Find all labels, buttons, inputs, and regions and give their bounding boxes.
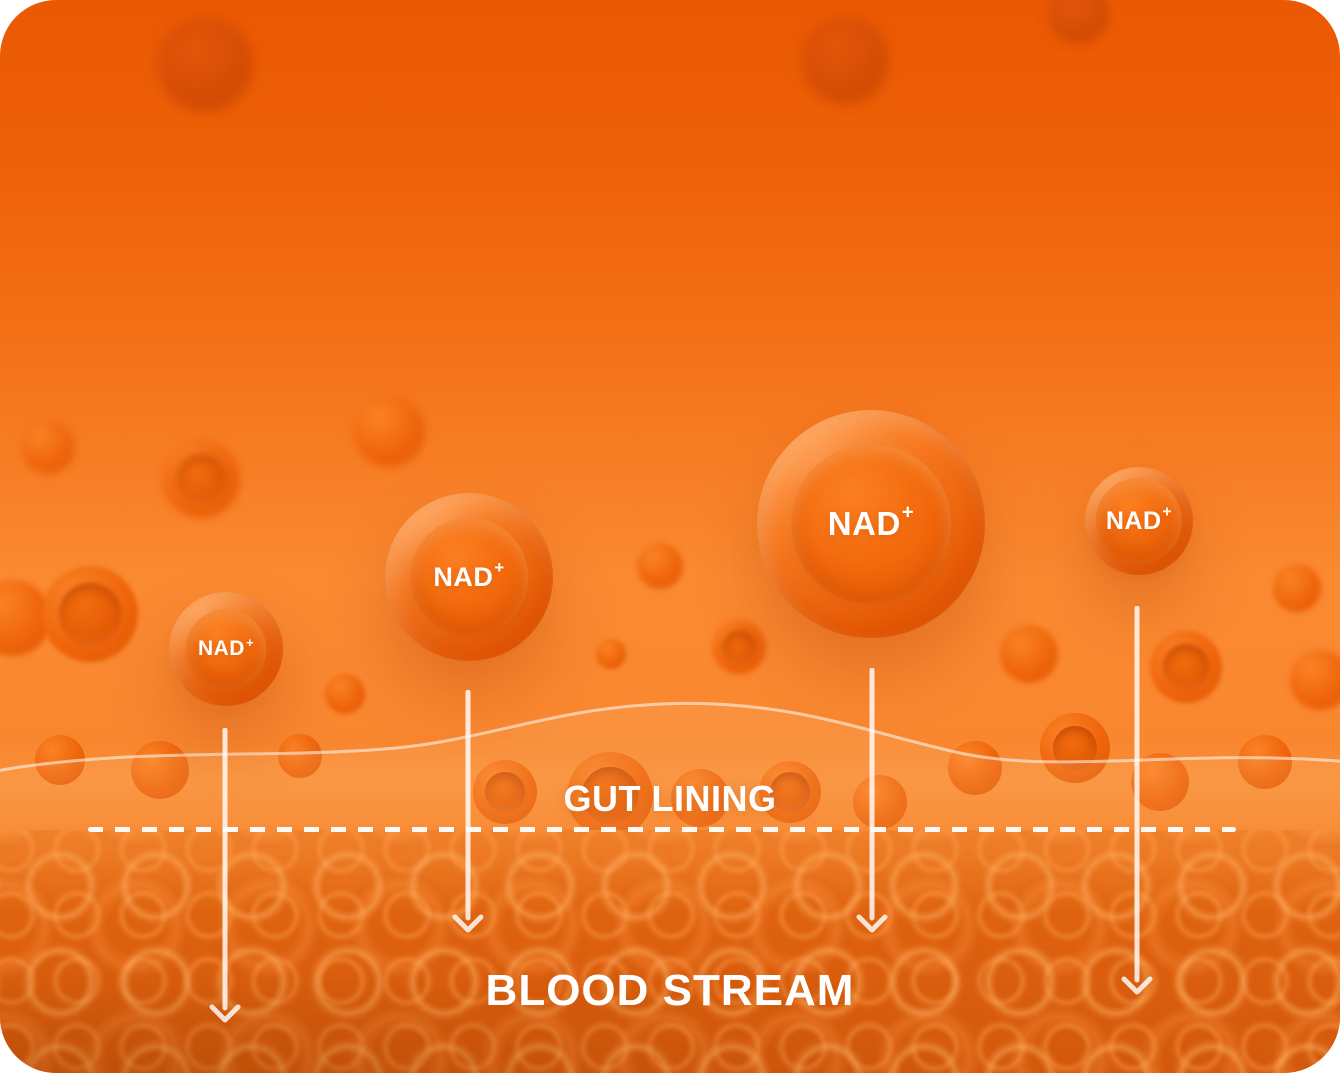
nad-molecule-core — [410, 518, 528, 636]
surface-cell — [853, 775, 907, 829]
background-cell — [325, 674, 365, 714]
nad-molecule-core — [1095, 477, 1183, 565]
background-cell — [1290, 650, 1340, 710]
surface-cell — [948, 741, 1002, 795]
background-cell — [42, 566, 138, 662]
nad-molecule: NAD+ — [1085, 467, 1193, 575]
gut-lining-dashed-line — [88, 827, 1236, 832]
background-cell — [712, 620, 766, 674]
surface-cell — [1238, 735, 1292, 789]
background-cell — [1000, 625, 1058, 683]
absorption-arrow — [209, 728, 241, 1023]
background-cell — [637, 543, 683, 589]
background-cell — [1273, 564, 1321, 612]
background-cell — [1047, 0, 1109, 44]
background-cell — [162, 440, 240, 518]
absorption-arrow — [452, 690, 484, 933]
absorption-arrow — [1121, 606, 1153, 995]
nad-molecule-core — [791, 444, 951, 604]
surface-cell — [1040, 713, 1110, 783]
plus-superscript: + — [1162, 503, 1173, 521]
background-cell — [1150, 631, 1222, 703]
nad-label: NAD+ — [827, 500, 915, 542]
surface-cell — [759, 761, 821, 823]
surface-cell — [131, 741, 189, 799]
background-cell — [21, 420, 75, 474]
nad-label: NAD+ — [1105, 503, 1173, 535]
background-cell — [353, 395, 425, 467]
background-cell — [596, 639, 626, 669]
plus-superscript: + — [901, 500, 915, 524]
surface-cell — [567, 752, 653, 838]
background-cell — [157, 16, 253, 112]
plus-superscript: + — [245, 634, 255, 650]
surface-cell — [278, 734, 322, 778]
gut-lining-label: GUT LINING — [563, 778, 777, 819]
background-cell — [801, 16, 889, 104]
nad-molecule: NAD+ — [385, 493, 553, 661]
nad-label: NAD+ — [433, 557, 505, 592]
surface-cell — [473, 760, 537, 824]
nad-label: NAD+ — [197, 634, 255, 660]
absorption-arrow — [856, 668, 888, 933]
plus-superscript: + — [494, 557, 505, 577]
liquid-surface-wave — [0, 701, 1340, 852]
blood-stream-label: BLOOD STREAM — [485, 966, 855, 1015]
nad-molecule: NAD+ — [169, 592, 283, 706]
surface-cell — [671, 769, 729, 827]
nad-molecule: NAD+ — [757, 410, 985, 638]
nad-molecule-core — [186, 609, 266, 689]
surface-cell — [1131, 753, 1189, 811]
